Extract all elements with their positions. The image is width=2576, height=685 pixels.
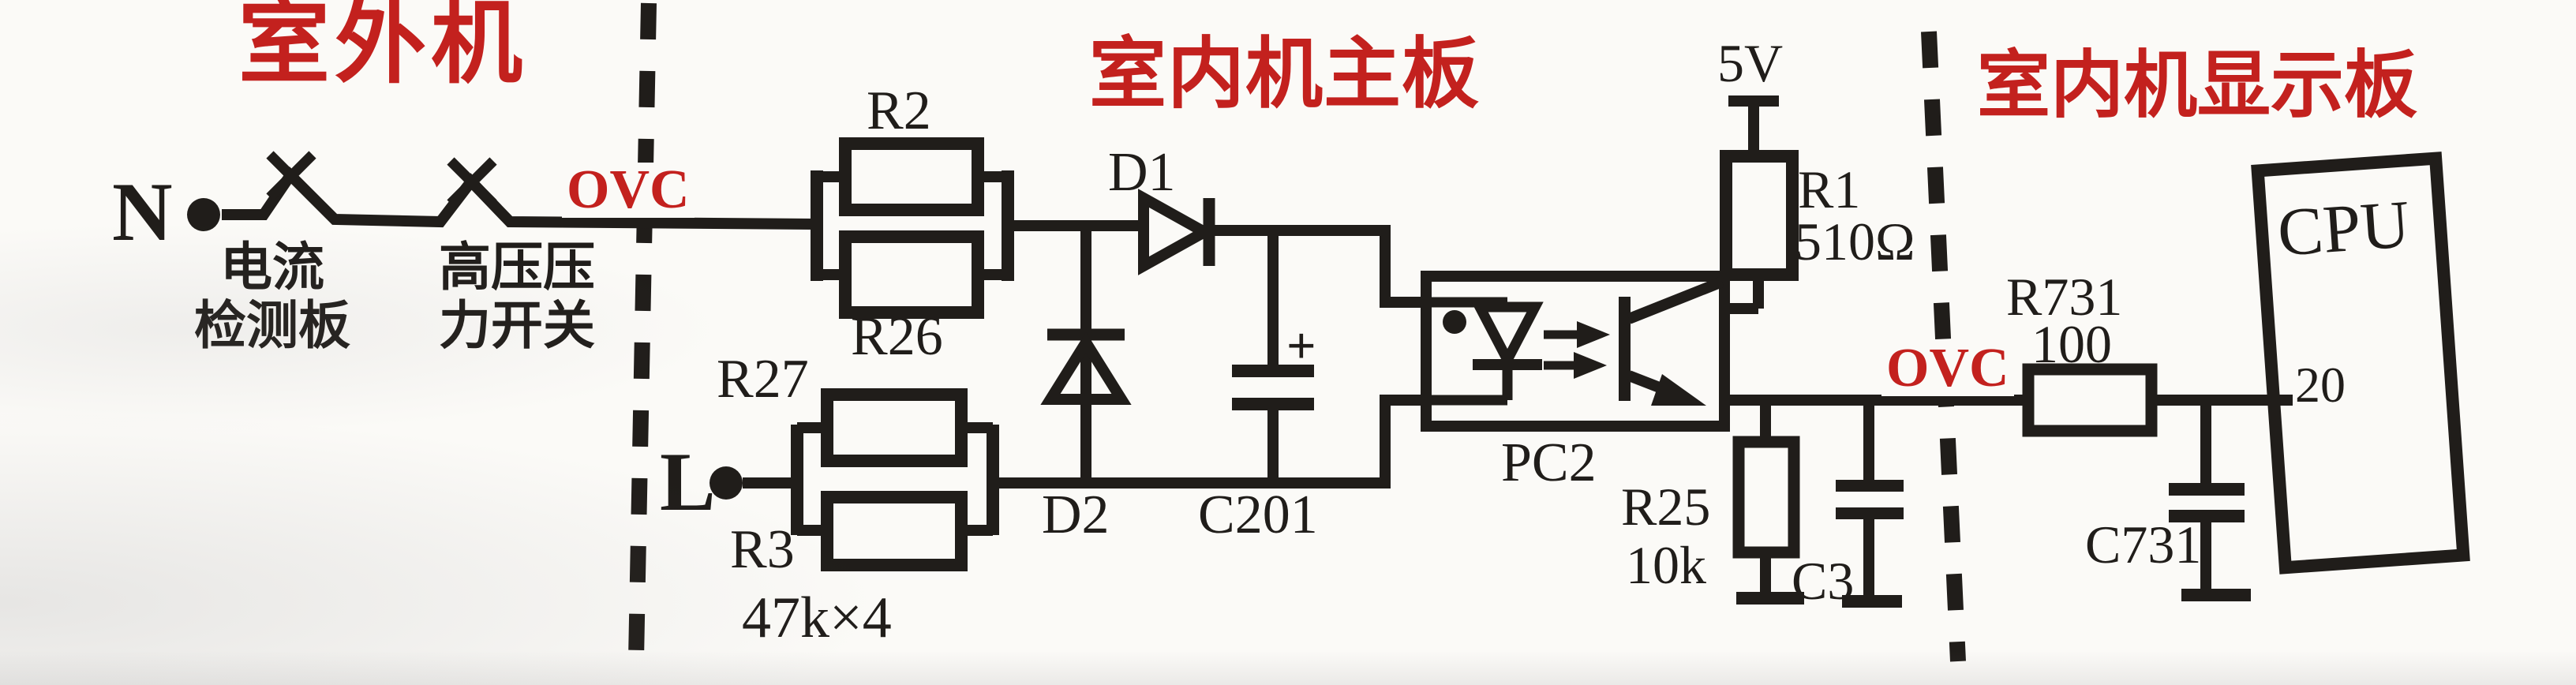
resistor-r27-body [821,388,968,467]
c731-bottom-plate [2169,510,2245,522]
terminal-l-label: L [660,436,716,528]
hp-pressure-switch-line1: 高压压 [439,238,595,296]
c201-bottom-plate [1232,398,1314,410]
rail-5v-bar [1728,95,1779,107]
optocoupler-pc2-box [1421,271,1730,432]
c731-top-plate [2169,483,2245,496]
neutral-input-wire [222,167,818,230]
r1-to-collector-wire [1724,275,1764,314]
current-sense-board-label: 电流 检测板 [166,238,379,355]
label-cpu: CPU [2275,185,2413,271]
label-5v: 5V [1717,33,1784,93]
terminal-l-dot [710,466,743,500]
pc2-led-triangle [1471,301,1544,372]
label-r2: R2 [867,80,931,141]
hp-pressure-switch-label: 高压压 力开关 [414,238,620,355]
pc2-light-arrow-1 [1577,321,1610,348]
d1-diode-triangle [1138,189,1216,275]
pc2-light-arrow-2 [1574,352,1607,379]
label-c3: C3 [1792,551,1855,611]
pc2-led-cathode-lead [1426,365,1513,406]
resistor-r2-body [839,137,984,216]
c731-ground-bar [2181,589,2251,601]
hp-pressure-switch-icon [447,157,497,208]
label-r27: R27 [717,349,809,410]
current-sense-board-line1: 电流 [220,238,324,296]
r25-ground-bar [1736,592,1804,605]
label-r731-value: 100 [2031,314,2112,374]
label-c201-plus: + [1286,317,1316,375]
pc2-pin1-dot [1443,310,1466,334]
net-label-ovc-right: OVC [1881,341,2014,396]
section-title-indoor-main: 室内机主板 [1089,30,1481,117]
c3-top-plate [1836,480,1904,492]
resistor-r1-body [1720,150,1799,281]
d2-diode-triangle [1040,331,1132,405]
current-sense-board-line2: 检测板 [194,295,350,354]
section-title-outdoor: 室外机 [238,0,527,94]
divider-outdoor-indoor-dashed-line [628,2,657,661]
label-r3: R3 [730,519,795,580]
label-r25-value: 10k [1626,535,1706,595]
label-cpu-pin-20: 20 [2295,357,2346,413]
label-r26: R26 [851,306,943,367]
bottom-rail-wire [993,395,1426,488]
c3-bottom-plate [1836,507,1904,519]
pc2-light-arrow-tails [1544,330,1577,370]
c201-top-plate [1232,365,1314,377]
label-r3-value: 47k×4 [742,586,892,650]
pc2-phototransistor-base-bar [1619,297,1631,401]
label-r1: R1 [1798,159,1861,219]
label-d2: D2 [1042,485,1110,545]
resistor-r731-body [2022,363,2158,437]
net-label-ovc-left: OVC [562,163,695,218]
pc2-emitter-arrow [1651,374,1706,406]
wire-d1-to-optocoupler [1209,225,1426,308]
label-r731: R731 [2006,267,2123,327]
section-title-indoor-display: 室内机显示板 [1977,44,2417,126]
terminal-n-dot [187,198,220,231]
label-d1: D1 [1108,142,1176,203]
label-r25: R25 [1621,477,1711,537]
label-r1-value: 510Ω [1795,211,1915,271]
terminal-n-label: N [112,166,173,258]
c3-ground-bar [1842,595,1902,608]
hp-pressure-switch-line2: 力开关 [439,295,595,354]
label-pc2: PC2 [1501,432,1597,493]
current-sense-switch-icon [266,151,316,201]
pc2-collector-line [1627,276,1724,324]
label-c731: C731 [2085,515,2202,575]
resistor-r3-body [821,491,968,571]
r2-r26-leads [817,171,1008,280]
label-c201: C201 [1198,485,1318,545]
resistor-r25-body [1732,436,1800,559]
resistor-r26-body [839,230,984,319]
r27-r3-leads [797,422,993,536]
cpu-box [2251,152,2470,575]
